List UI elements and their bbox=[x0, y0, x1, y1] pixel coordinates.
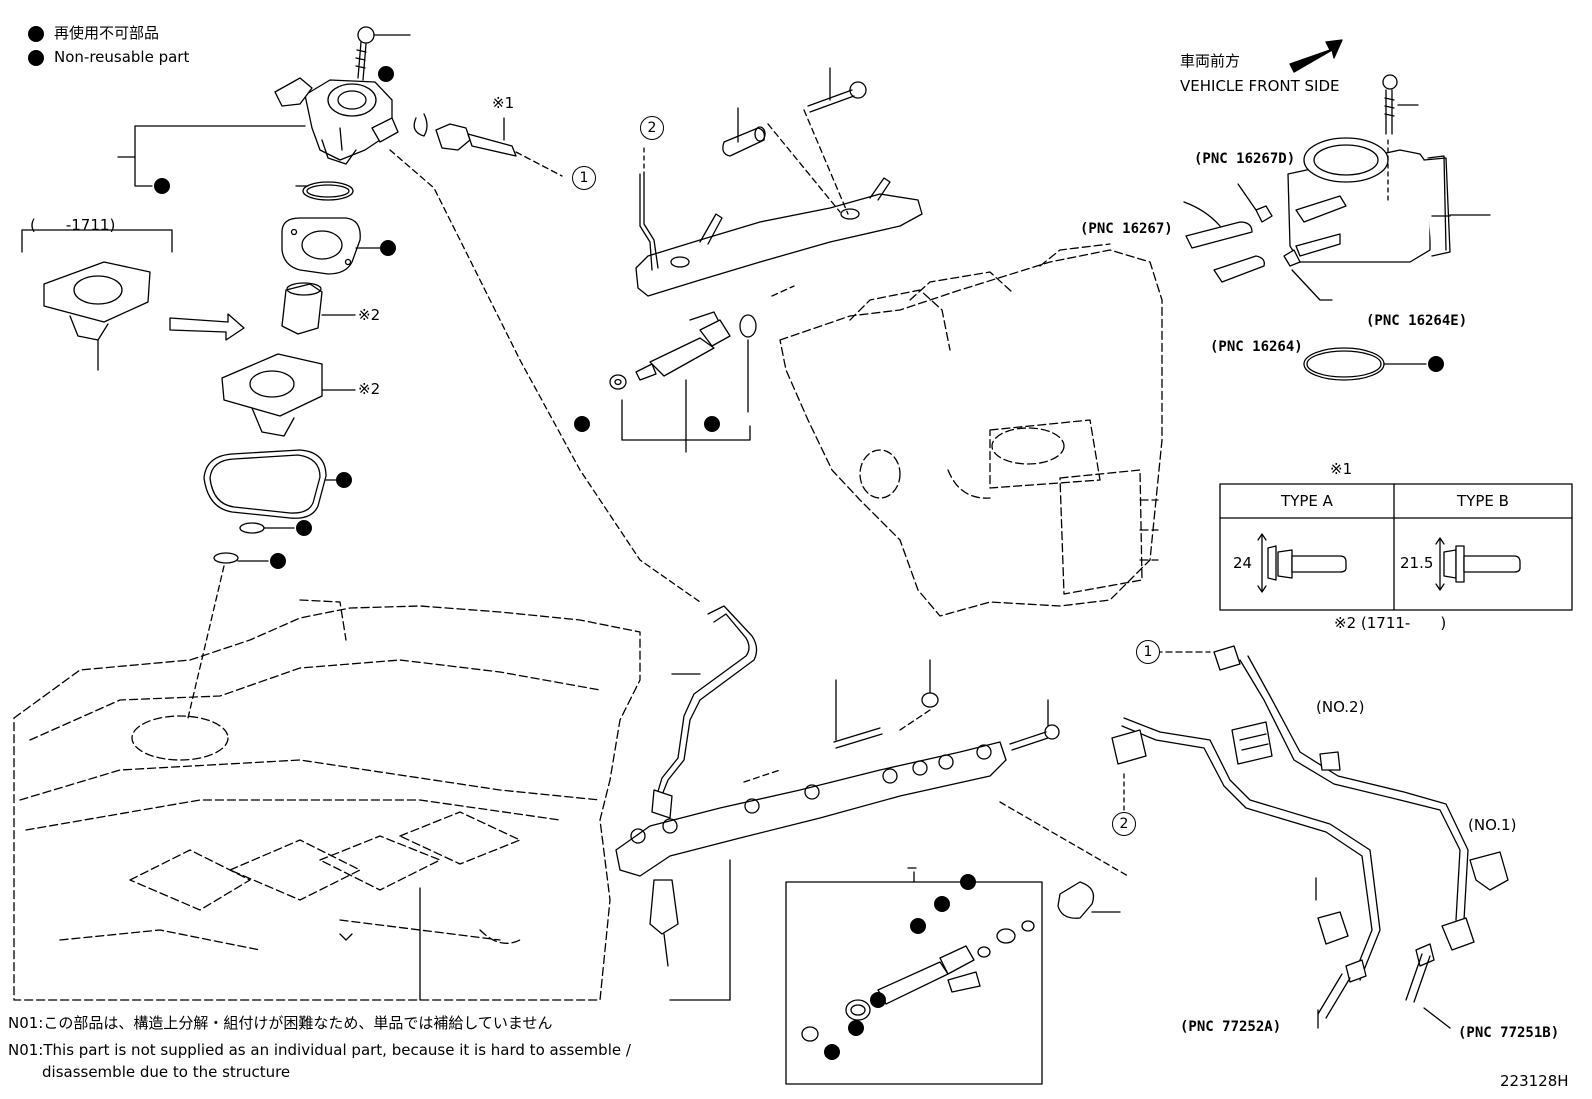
non-reusable-dot-icon bbox=[870, 992, 886, 1008]
wire-harness-group bbox=[1111, 645, 1509, 1029]
type-a-label: TYPE A bbox=[1281, 492, 1333, 510]
clamp-no1-label: (NO.1) bbox=[1468, 816, 1517, 834]
footnote-en-line1: N01:This part is not supplied as an indi… bbox=[8, 1041, 631, 1059]
non-reusable-dot-icon bbox=[848, 1020, 864, 1036]
injector-kit-group bbox=[785, 871, 1043, 1085]
type-table-frame bbox=[1219, 483, 1573, 611]
pnc-16267d-label: (PNC 16267D) bbox=[1194, 151, 1296, 167]
footnote-jp: N01:この部品は、構造上分解・組付けが困難なため、単品では補給していません bbox=[8, 1014, 553, 1032]
fuel-pump-group bbox=[21, 26, 411, 719]
figure-id: 223128H bbox=[1500, 1072, 1569, 1090]
legend-dot-icon bbox=[28, 26, 44, 42]
clamp-no2-label: (NO.2) bbox=[1316, 698, 1365, 716]
legend-dot-icon bbox=[28, 50, 44, 66]
non-reusable-dot-icon bbox=[704, 416, 720, 432]
non-reusable-dot-icon bbox=[380, 240, 396, 256]
note2-marker: ※2 bbox=[358, 380, 381, 398]
non-reusable-dot-icon bbox=[960, 874, 976, 890]
fuel-rail-group bbox=[615, 659, 1129, 1001]
legend-jp: 再使用不可部品 bbox=[54, 24, 160, 42]
fuel-pipe-group bbox=[651, 605, 758, 819]
non-reusable-dot-icon bbox=[910, 918, 926, 934]
non-reusable-dot-icon bbox=[574, 416, 590, 432]
legend-en: Non-reusable part bbox=[54, 48, 190, 66]
type-table-title: ※1 bbox=[1330, 460, 1353, 478]
pnc-77251b-label: (PNC 77251B) bbox=[1458, 1025, 1560, 1041]
note1-marker: ※1 bbox=[492, 94, 515, 112]
non-reusable-dot-icon bbox=[934, 896, 950, 912]
orientation-jp: 車両前方 bbox=[1180, 52, 1241, 70]
date-range-after: ※2 (1711- ) bbox=[1334, 614, 1447, 632]
pnc-16267-label: (PNC 16267) bbox=[1080, 221, 1173, 237]
callout-1: 1 bbox=[572, 166, 596, 190]
orientation-en: VEHICLE FRONT SIDE bbox=[1180, 77, 1340, 95]
callout-1: 1 bbox=[1136, 640, 1160, 664]
non-reusable-dot-icon bbox=[378, 66, 394, 82]
intake-manifold-group bbox=[779, 243, 1163, 617]
date-range-before: ( -1711) bbox=[30, 216, 116, 234]
pnc-16264e-label: (PNC 16264E) bbox=[1366, 313, 1468, 329]
non-reusable-dot-icon bbox=[1428, 356, 1444, 372]
footnote-en-line2: disassemble due to the structure bbox=[42, 1063, 291, 1081]
cylinder-head-group bbox=[13, 599, 641, 1001]
upper-delivery-pipe-group bbox=[609, 67, 923, 453]
non-reusable-dot-icon bbox=[336, 472, 352, 488]
pnc-77252a-label: (PNC 77252A) bbox=[1180, 1019, 1282, 1035]
pnc-16264-label: (PNC 16264) bbox=[1210, 339, 1303, 355]
non-reusable-dot-icon bbox=[296, 520, 312, 536]
type-a-dimension: 24 bbox=[1233, 554, 1253, 572]
throttle-body-group bbox=[1183, 39, 1491, 381]
non-reusable-dot-icon bbox=[154, 178, 170, 194]
callout-2: 2 bbox=[640, 116, 664, 140]
type-b-dimension: 21.5 bbox=[1400, 554, 1434, 572]
non-reusable-dot-icon bbox=[270, 553, 286, 569]
non-reusable-dot-icon bbox=[824, 1044, 840, 1060]
type-b-label: TYPE B bbox=[1457, 492, 1509, 510]
cylinder-head-solid bbox=[339, 887, 421, 1001]
pump-union-group bbox=[389, 113, 701, 603]
callout-2: 2 bbox=[1112, 812, 1136, 836]
note2-marker: ※2 bbox=[358, 306, 381, 324]
